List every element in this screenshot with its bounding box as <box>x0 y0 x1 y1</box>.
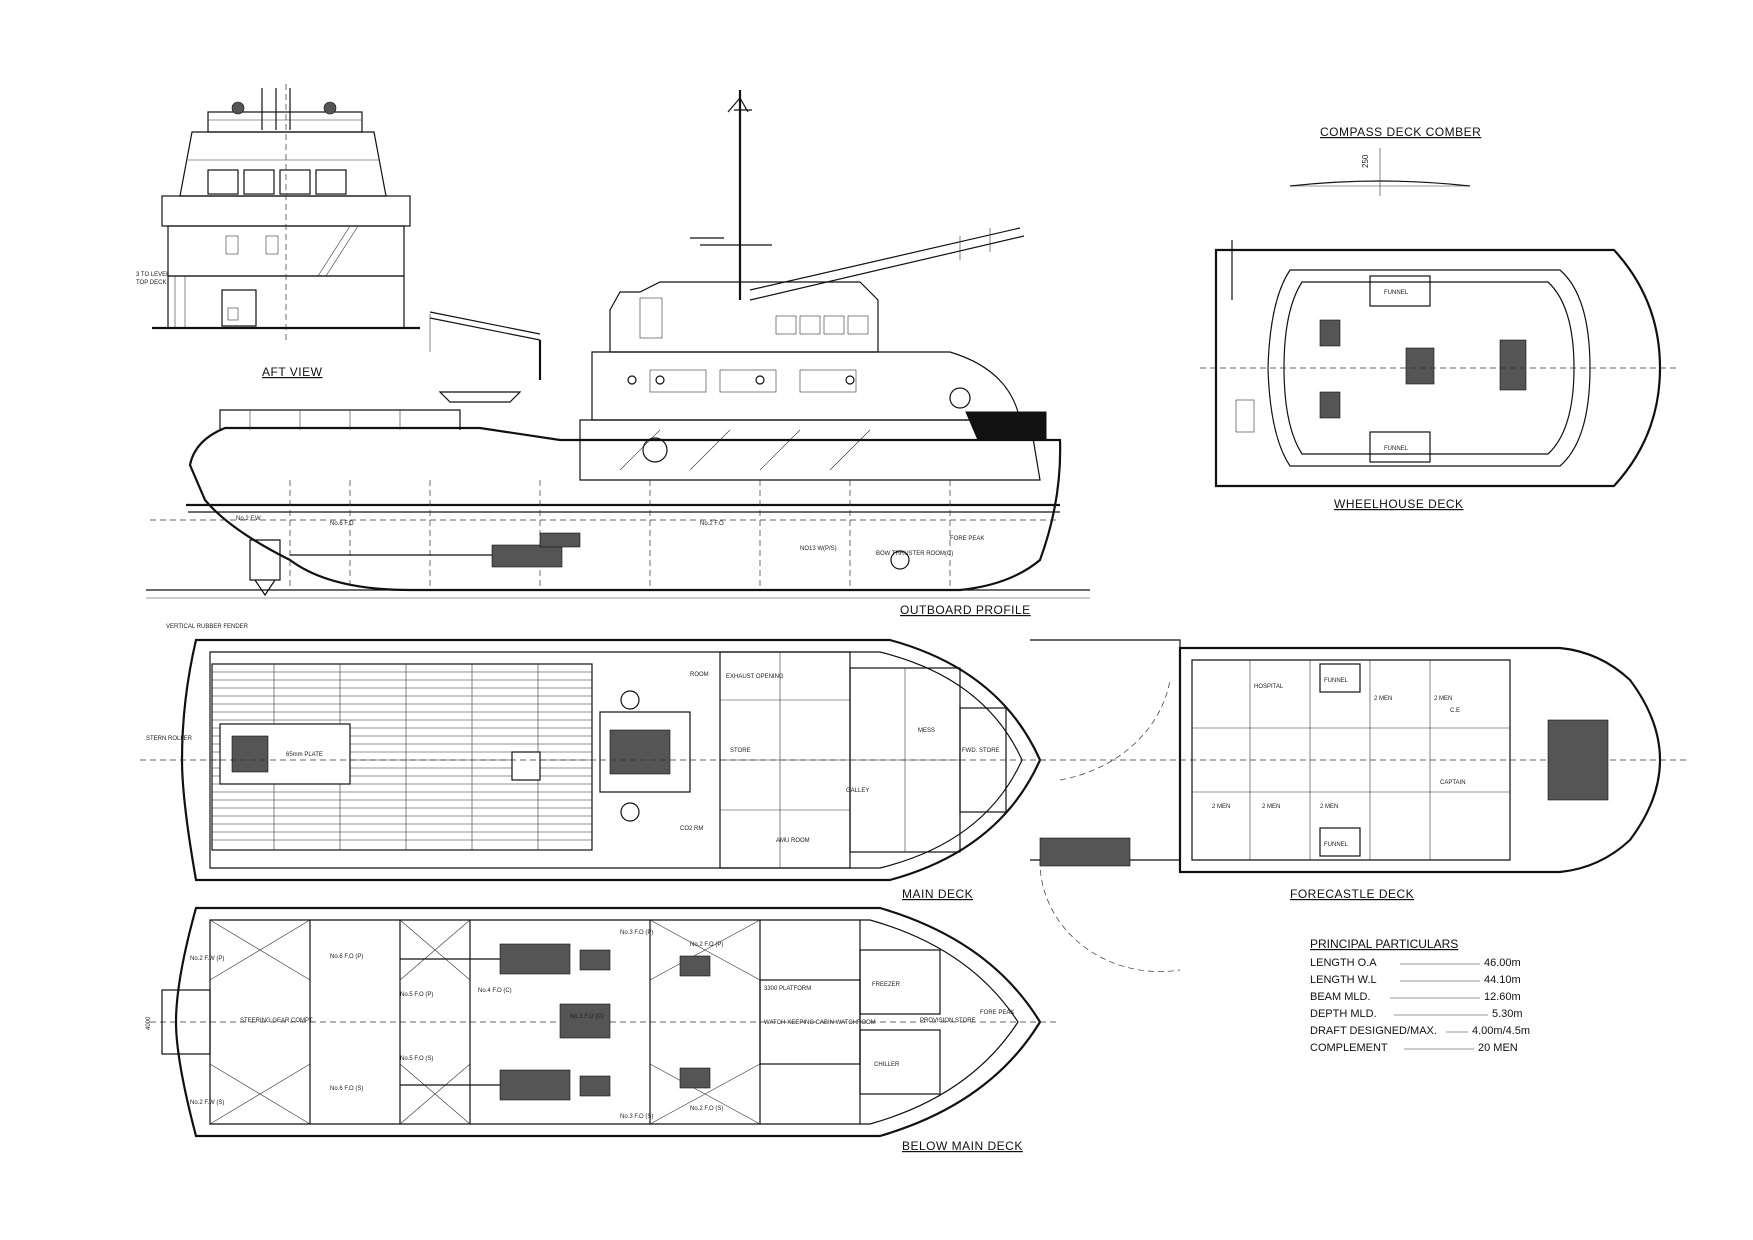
below-provision: PROVISION STORE <box>920 1018 976 1024</box>
svg-text:TOP DECK: TOP DECK <box>136 280 166 286</box>
below-no2fo-p: No.2 F.O (P) <box>690 942 723 948</box>
forecastle-men-e: 2 MEN <box>1374 696 1392 702</box>
particulars-row: DEPTH MLD. 5.30m <box>1310 1008 1523 1020</box>
particulars-value-beam: 12.60m <box>1484 991 1521 1003</box>
profile-no2fw: No.2 F.W <box>236 516 261 522</box>
main-deck-amu: AMU ROOM <box>776 838 810 844</box>
below-main-deck: No.2 F.W (P) No.2 F.W (S) STEERING GEAR … <box>146 906 1060 1153</box>
below-no3fo-s: No.3 F.O (S) <box>620 1114 653 1120</box>
particulars-label-length-oa: LENGTH O.A <box>1310 957 1377 969</box>
profile-no2fo: No.2 F.O <box>700 521 724 527</box>
forecastle-men-c: 2 MEN <box>1434 696 1452 702</box>
main-deck-title: MAIN DECK <box>902 887 973 901</box>
wheelhouse-funnel-bottom: FUNNEL <box>1384 446 1409 452</box>
outboard-profile-title: OUTBOARD PROFILE <box>900 603 1031 617</box>
main-deck-plate: 65mm PLATE <box>286 752 323 758</box>
main-deck-stern-roller: STERN ROLLER <box>146 736 193 742</box>
main-deck-store: STORE <box>730 748 751 754</box>
main-deck-room: ROOM <box>690 672 709 678</box>
particulars-row: DRAFT DESIGNED/MAX. 4.00m/4.5m <box>1310 1025 1530 1037</box>
below-freezer: FREEZER <box>872 982 901 988</box>
below-no2fw-p: No.2 F.W (P) <box>190 956 224 962</box>
below-steering: STEERING GEAR COMPT. <box>240 1018 314 1024</box>
main-deck-galley: GALLEY <box>846 788 869 794</box>
particulars-value-draft: 4.00m/4.5m <box>1472 1025 1530 1037</box>
below-fore-peak: FORE PEAK <box>980 1010 1014 1016</box>
below-no3fo-p: No.3 F.O (P) <box>620 930 653 936</box>
forecastle-men-b: 2 MEN <box>1262 804 1280 810</box>
main-deck: VERTICAL RUBBER FENDER STERN ROLLER 65mm… <box>140 624 1050 901</box>
below-no6fo-p: No.6 F.O (P) <box>330 954 363 960</box>
main-deck-fender: VERTICAL RUBBER FENDER <box>166 624 249 630</box>
main-deck-exhaust: EXHAUST OPENING <box>726 674 784 680</box>
forecastle-deck-title: FORECASTLE DECK <box>1290 887 1414 901</box>
particulars-label-length-wl: LENGTH W.L <box>1310 974 1377 986</box>
below-platform: 3300 PLATFORM <box>764 986 811 992</box>
forecastle-deck: FUNNEL FUNNEL HOSPITAL 2 MEN C.E CAPTAIN… <box>1030 639 1690 972</box>
wheelhouse-funnel-top: FUNNEL <box>1384 290 1409 296</box>
svg-text:3 TO LEVEL: 3 TO LEVEL <box>136 272 170 278</box>
below-no3fo-c: No.3 F.O (C) <box>570 1014 604 1020</box>
main-deck-fwd-store: FWD. STORE <box>962 748 1000 754</box>
below-no5fo-s: No.5 F.O (S) <box>400 1056 433 1062</box>
below-no4fo: No.4 F.O (C) <box>478 988 512 994</box>
particulars-label-complement: COMPLEMENT <box>1310 1042 1388 1054</box>
aft-view-title: AFT VIEW <box>262 365 323 379</box>
particulars-value-depth: 5.30m <box>1492 1008 1523 1020</box>
below-no2fo-s: No.2 F.O (S) <box>690 1106 723 1112</box>
below-no5fo-p: No.5 F.O (P) <box>400 992 433 998</box>
particulars-row: LENGTH O.A 46.00m <box>1310 957 1521 969</box>
aft-view: 3 TO LEVEL TOP DECK AFT VIEW <box>136 84 420 379</box>
particulars-row: BEAM MLD. 12.60m <box>1310 991 1521 1003</box>
below-no6fo-s: No.6 F.O (S) <box>330 1086 363 1092</box>
wheelhouse-deck: FUNNEL FUNNEL WHEELHOUSE DECK <box>1200 240 1680 511</box>
particulars-title: PRINCIPAL PARTICULARS <box>1310 937 1458 951</box>
forecastle-hospital: HOSPITAL <box>1254 684 1284 690</box>
profile-no6fo: No.6 F.O <box>330 521 354 527</box>
below-chiller: CHILLER <box>874 1062 900 1068</box>
below-watchkeeping: WATCH-KEEPING CABIN WATCHROOM <box>764 1020 876 1026</box>
principal-particulars: PRINCIPAL PARTICULARS LENGTH O.A 46.00m … <box>1310 937 1530 1054</box>
particulars-row: COMPLEMENT 20 MEN <box>1310 1042 1518 1054</box>
particulars-value-length-oa: 46.00m <box>1484 957 1521 969</box>
forecastle-men-d: 2 MEN <box>1320 804 1338 810</box>
particulars-label-beam: BEAM MLD. <box>1310 991 1371 1003</box>
forecastle-captain: CAPTAIN <box>1440 780 1466 786</box>
profile-fore-peak: FORE PEAK <box>950 536 984 542</box>
forecastle-ce: C.E <box>1450 708 1460 714</box>
compass-deck-comber-title: COMPASS DECK COMBER <box>1320 125 1481 139</box>
below-main-deck-title: BELOW MAIN DECK <box>902 1139 1023 1153</box>
below-width-dim: 4000 <box>146 1016 152 1030</box>
particulars-row: LENGTH W.L 44.10m <box>1310 974 1521 986</box>
main-deck-co2: CO2 RM <box>680 826 703 832</box>
profile-no13: NO13 W(P/S) <box>800 546 837 552</box>
forecastle-men-a: 2 MEN <box>1212 804 1230 810</box>
compass-deck-comber: COMPASS DECK COMBER 250 <box>1289 125 1481 196</box>
outboard-profile: No.2 F.W No.6 F.O No.2 F.O NO13 W(P/S) B… <box>146 90 1090 617</box>
particulars-label-depth: DEPTH MLD. <box>1310 1008 1377 1020</box>
main-deck-mess: MESS <box>918 728 935 734</box>
particulars-label-draft: DRAFT DESIGNED/MAX. <box>1310 1025 1437 1037</box>
comber-dimension: 250 <box>1361 154 1370 168</box>
below-no2fw-s: No.2 F.W (S) <box>190 1100 224 1106</box>
forecastle-funnel-bottom: FUNNEL <box>1324 842 1349 848</box>
wheelhouse-deck-title: WHEELHOUSE DECK <box>1334 497 1464 511</box>
forecastle-funnel-top: FUNNEL <box>1324 678 1349 684</box>
profile-bow-thruster: BOW THRUSTER ROOM(C) <box>876 551 953 557</box>
particulars-value-length-wl: 44.10m <box>1484 974 1521 986</box>
particulars-value-complement: 20 MEN <box>1478 1042 1518 1054</box>
